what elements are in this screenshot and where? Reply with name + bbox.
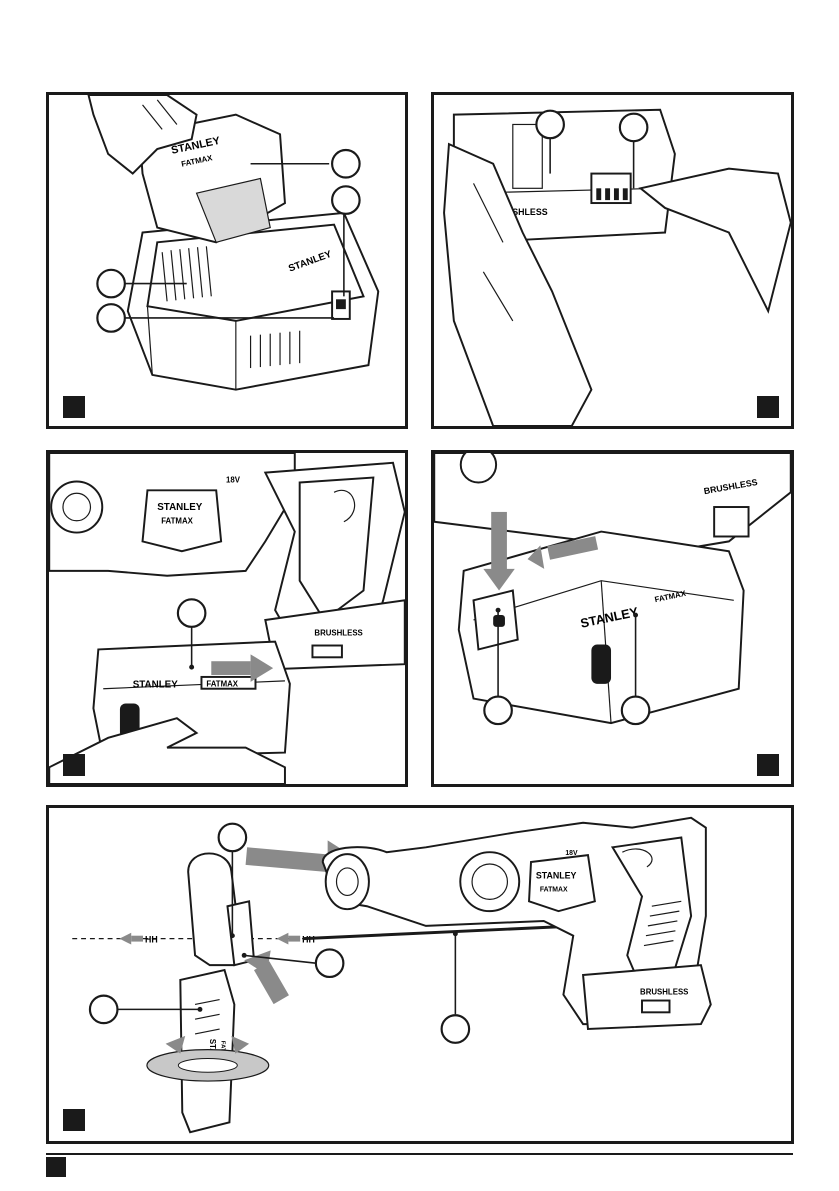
figure-panel-charger: STANLEY FATMAX STANLEY (46, 92, 408, 429)
fuel-gauge-illustration: BRUSHLESS (434, 95, 791, 426)
battery-brand: STANLEY (133, 680, 179, 691)
tool-voltage: 18V (226, 475, 241, 484)
callout-handle-4 (442, 1015, 470, 1043)
drill-voltage: 18V (565, 850, 578, 857)
drill-motor: BRUSHLESS (640, 988, 688, 997)
axis-mark-1: HH (145, 935, 158, 945)
figure-marker-icon (63, 1109, 85, 1131)
callout-charger-3 (97, 270, 125, 298)
callout-handle-3 (90, 996, 118, 1024)
callout-handle-1 (219, 824, 247, 852)
footer-rule (46, 1153, 793, 1155)
battery-sub: FATMAX (206, 680, 238, 689)
callout-release-2 (622, 697, 650, 725)
figure-marker-icon (63, 754, 85, 776)
figure-marker-icon (63, 396, 85, 418)
figure-panel-side-handle: HH HH HH STANLEY FATMAX (46, 805, 794, 1144)
callout-charger-1 (332, 150, 360, 178)
page-marker-icon (46, 1157, 66, 1177)
figure-panel-fuel-gauge: BRUSHLESS (431, 92, 794, 429)
drill-sub: FATMAX (540, 886, 568, 893)
insert-battery-illustration: STANLEY FATMAX 18V BRUSHLESS STANLEY FAT… (49, 453, 405, 784)
side-handle-illustration: HH HH HH STANLEY FATMAX (49, 808, 791, 1141)
figure-marker-icon (757, 396, 779, 418)
figure-panel-insert-battery: STANLEY FATMAX 18V BRUSHLESS STANLEY FAT… (46, 450, 408, 787)
callout-gauge-1 (536, 111, 564, 139)
tool-motor: BRUSHLESS (314, 629, 362, 638)
callout-handle-2 (316, 949, 344, 977)
release-battery-illustration: BRUSHLESS STANLEY FATMAX (434, 453, 791, 784)
callout-charger-2 (332, 186, 360, 214)
page-footer (46, 1153, 793, 1177)
callout-gauge-2 (620, 114, 648, 142)
tool-sub: FATMAX (161, 517, 193, 526)
figure-panel-release-battery: BRUSHLESS STANLEY FATMAX (431, 450, 794, 787)
tool-brand: STANLEY (157, 502, 203, 513)
callout-release-1 (484, 697, 512, 725)
figure-marker-icon (757, 754, 779, 776)
callout-insert-1 (178, 599, 206, 627)
drill-brand: STANLEY (536, 871, 577, 881)
callout-charger-4 (97, 304, 125, 332)
charger-illustration: STANLEY FATMAX STANLEY (49, 95, 405, 426)
